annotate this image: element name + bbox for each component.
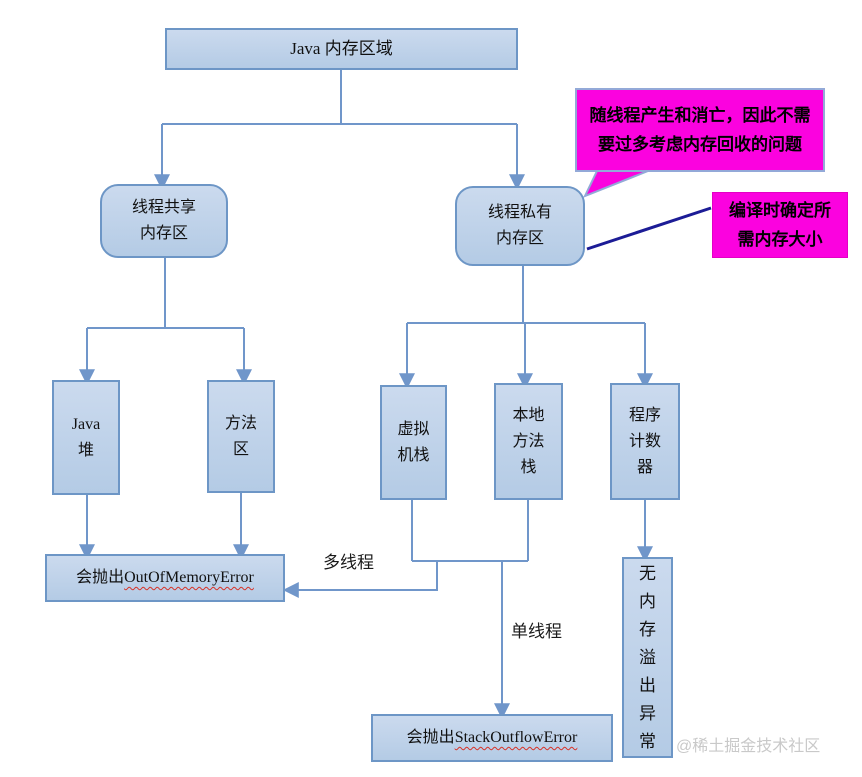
edge-title-split bbox=[162, 70, 517, 125]
node-native-method-stack: 本地 方法 栈 bbox=[494, 383, 563, 500]
watermark: @稀土掘金技术社区 bbox=[676, 738, 821, 755]
node-stack-outflow-error: 会抛出 StackOutflowError bbox=[371, 714, 613, 762]
callout-tail bbox=[582, 170, 649, 198]
node-label-line: 内存区 bbox=[495, 230, 544, 247]
node-label-line: 器 bbox=[636, 458, 653, 476]
edge-multi-thread-arrow bbox=[282, 561, 438, 598]
callout-compile-time-size: 编译时确定所 需内存大小 bbox=[712, 192, 848, 258]
node-label: Java 内存区域 bbox=[290, 39, 393, 58]
node-label-line: 方法 bbox=[224, 414, 257, 432]
callout-line: 编译时确定所 bbox=[729, 201, 831, 220]
node-label-line: 机栈 bbox=[397, 446, 430, 464]
node-label-line: 内存区 bbox=[139, 225, 188, 242]
node-vm-stack: 虚拟 机栈 bbox=[380, 385, 447, 500]
callout-line: 随线程产生和消亡，因此不需 bbox=[589, 106, 811, 125]
callout-thread-lifecycle: 随线程产生和消亡，因此不需 要过多考虑内存回收的问题 bbox=[575, 88, 825, 172]
node-thread-private: 线程私有 内存区 bbox=[455, 186, 585, 266]
callout-line: 要过多考虑内存回收的问题 bbox=[598, 135, 802, 154]
error-name: StackOutflowError bbox=[454, 729, 578, 746]
callout-line: 需内存大小 bbox=[737, 230, 823, 249]
edge-shared-split bbox=[87, 258, 244, 329]
node-label-line: 栈 bbox=[520, 458, 537, 476]
error-prefix: 会抛出 bbox=[406, 729, 455, 746]
node-thread-shared: 线程共享 内存区 bbox=[100, 184, 228, 258]
node-out-of-memory-error: 会抛出 OutOfMemoryError bbox=[45, 554, 285, 602]
edge-private-split bbox=[407, 266, 645, 324]
edge-label-single-thread: 单线程 bbox=[511, 622, 562, 641]
node-label-line: 计数 bbox=[628, 432, 661, 450]
node-label-line: 本地 bbox=[512, 406, 545, 424]
edge-stacks-merge bbox=[411, 500, 529, 562]
edge-label-multi-thread: 多线程 bbox=[323, 553, 374, 572]
node-label-vertical: 无内存溢出异常 bbox=[639, 563, 656, 751]
node-label-line: 方法 bbox=[512, 432, 545, 450]
node-java-memory-area: Java 内存区域 bbox=[165, 28, 518, 70]
node-no-memory-overflow: 无内存溢出异常 bbox=[622, 557, 673, 758]
error-name: OutOfMemoryError bbox=[124, 569, 254, 586]
node-label-line: 线程私有 bbox=[487, 204, 552, 221]
node-method-area: 方法 区 bbox=[207, 380, 275, 493]
node-label-line: 程序 bbox=[628, 406, 661, 424]
node-label-line: 虚拟 bbox=[397, 420, 430, 438]
node-label-line: Java bbox=[71, 415, 101, 433]
node-label-line: 堆 bbox=[77, 441, 94, 459]
node-label-line: 线程共享 bbox=[131, 199, 196, 216]
error-prefix: 会抛出 bbox=[76, 569, 125, 586]
node-java-heap: Java 堆 bbox=[52, 380, 120, 495]
node-label-line: 区 bbox=[232, 440, 249, 458]
annotation-line bbox=[586, 206, 712, 251]
node-pc-register: 程序 计数 器 bbox=[610, 383, 680, 500]
